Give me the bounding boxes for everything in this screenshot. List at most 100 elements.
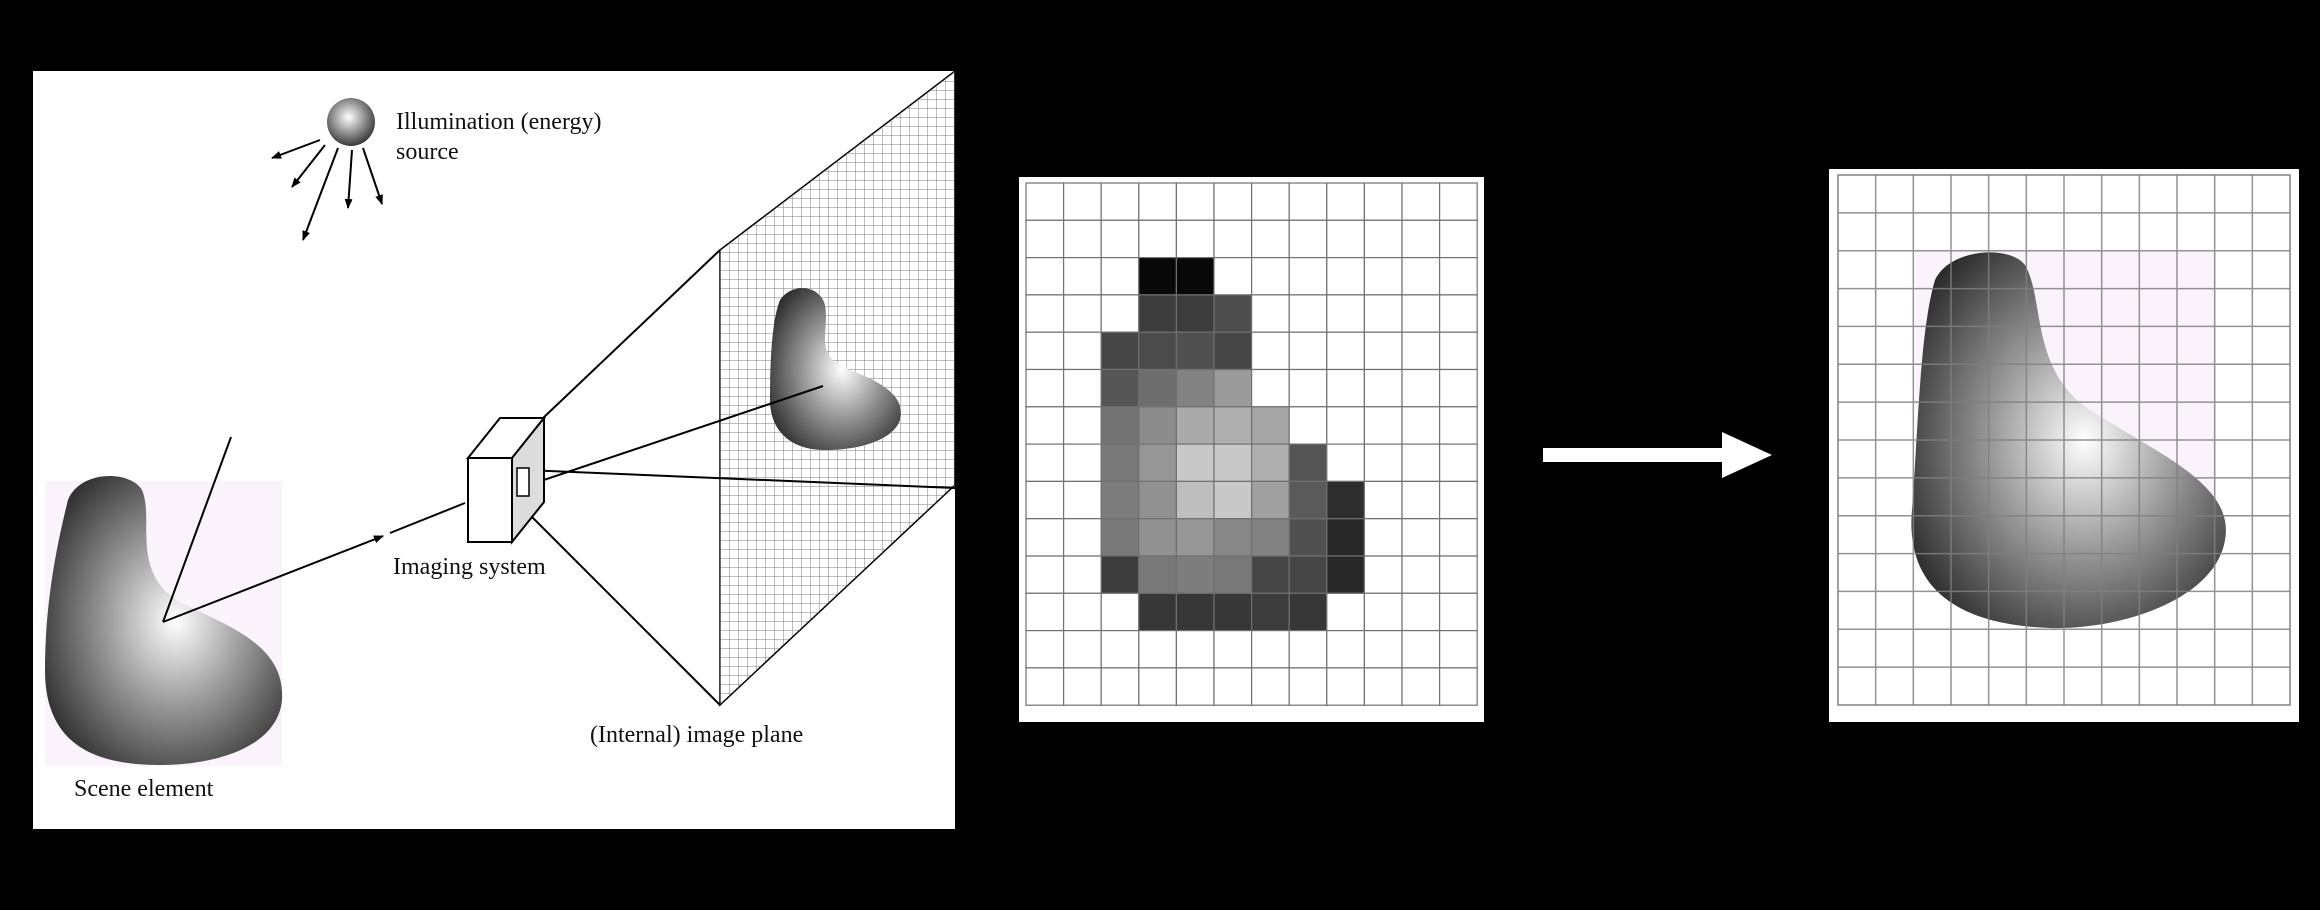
pixel-cell [1100,294,1140,333]
pixel-cell [1250,257,1290,296]
pixel-cell [1025,518,1065,557]
pixel-cell [1138,629,1178,669]
pixel-cell [1025,406,1065,445]
pixel-cell [1401,555,1441,594]
pixel-cell [1363,555,1403,594]
pixel-cell [1062,294,1102,333]
pixel-cell [1062,219,1102,259]
pixel-cell [1288,406,1328,445]
pixel-cell [1175,219,1215,259]
pixel-cell [1213,443,1253,483]
pixel-cell [1250,219,1290,259]
pixel-cell [1175,480,1215,520]
pixel-cell [1025,480,1065,520]
pixel-cell [1025,592,1065,632]
pixel-cell [1138,443,1178,483]
pixel-cell [1213,219,1253,259]
output-grid [1838,175,2290,705]
pixel-cell [1401,219,1441,259]
pixel-cell [1100,257,1140,296]
pixel-cell [1100,667,1140,706]
pixel-cell [1326,667,1366,706]
pixel-cell [1288,667,1328,706]
pixel-cell [1213,480,1253,520]
pixel-cell [1138,294,1178,333]
pixel-cell [1326,219,1366,259]
pixel-cell [1438,368,1478,408]
pixel-cell [1288,518,1328,557]
pixel-cell [1025,368,1065,408]
pixel-cell [1138,592,1178,632]
pixel-cell [1175,443,1215,483]
pixel-cell [1213,294,1253,333]
pixel-cell [1288,219,1328,259]
scene-element: Scene element [45,476,283,802]
pixel-cell [1062,443,1102,483]
image-plane-label: (Internal) image plane [590,722,803,748]
pixel-cell [1100,480,1140,520]
pixel-cell [1401,406,1441,445]
pixel-cell [1438,219,1478,259]
pixel-cell [1100,182,1140,221]
pixel-cell [1100,555,1140,594]
pixel-cell [1138,368,1178,408]
illumination-source: Illumination (energy) source [271,98,602,241]
pixel-cell [1250,518,1290,557]
pixel-cell [1062,257,1102,296]
pixel-cell [1326,518,1366,557]
pixel-cell [1175,518,1215,557]
pixel-cell [1363,182,1403,221]
pixel-cell [1175,257,1215,296]
pixel-cell [1326,443,1366,483]
digitized-image-panel [1019,177,1484,722]
imaging-system-label: Imaging system [393,554,546,580]
continuous-image-panel [1829,169,2299,722]
pixel-cell [1100,518,1140,557]
pixel-cell [1062,406,1102,445]
pixel-cell [1100,331,1140,371]
pixel-cell [1138,406,1178,445]
pixel-cell [1025,182,1065,221]
pixel-cell [1288,331,1328,371]
pixel-cell [1138,182,1178,221]
pixel-cell [1326,368,1366,408]
pixel-cell [1250,629,1290,669]
pixel-cell [1288,443,1328,483]
illumination-label-line2: source [396,139,459,165]
pixel-cell [1138,219,1178,259]
pixel-cell [1175,368,1215,408]
pixel-cell [1401,443,1441,483]
pixel-cell [1175,592,1215,632]
pixel-cell [1401,257,1441,296]
pixel-cell [1062,667,1102,706]
transform-arrow [1543,432,1772,478]
pixel-cell [1100,368,1140,408]
pixel-cell [1326,592,1366,632]
pixel-cell [1438,182,1478,221]
pixel-cell [1175,294,1215,333]
pixel-cell [1438,518,1478,557]
pixel-cell [1250,182,1290,221]
scene-element-label: Scene element [74,776,214,802]
pixel-cell [1138,518,1178,557]
pixel-cell [1438,667,1478,706]
pixel-cell [1401,667,1441,706]
pixel-cell [1401,182,1441,221]
pixel-cell [1250,368,1290,408]
pixel-cell [1025,629,1065,669]
pixel-cell [1138,480,1178,520]
pixel-cell [1025,331,1065,371]
pixel-cell [1213,629,1253,669]
light-rays [271,139,383,241]
pixel-cell [1213,592,1253,632]
pixel-cell [1288,257,1328,296]
pixel-cell [1438,257,1478,296]
pixel-cell [1250,555,1290,594]
pixel-cell [1250,480,1290,520]
pixel-cell [1401,331,1441,371]
pixel-cell [1100,219,1140,259]
pixel-cell [1138,257,1178,296]
pixel-cell [1363,219,1403,259]
pixel-cell [1326,182,1366,221]
pixel-cell [1401,480,1441,520]
